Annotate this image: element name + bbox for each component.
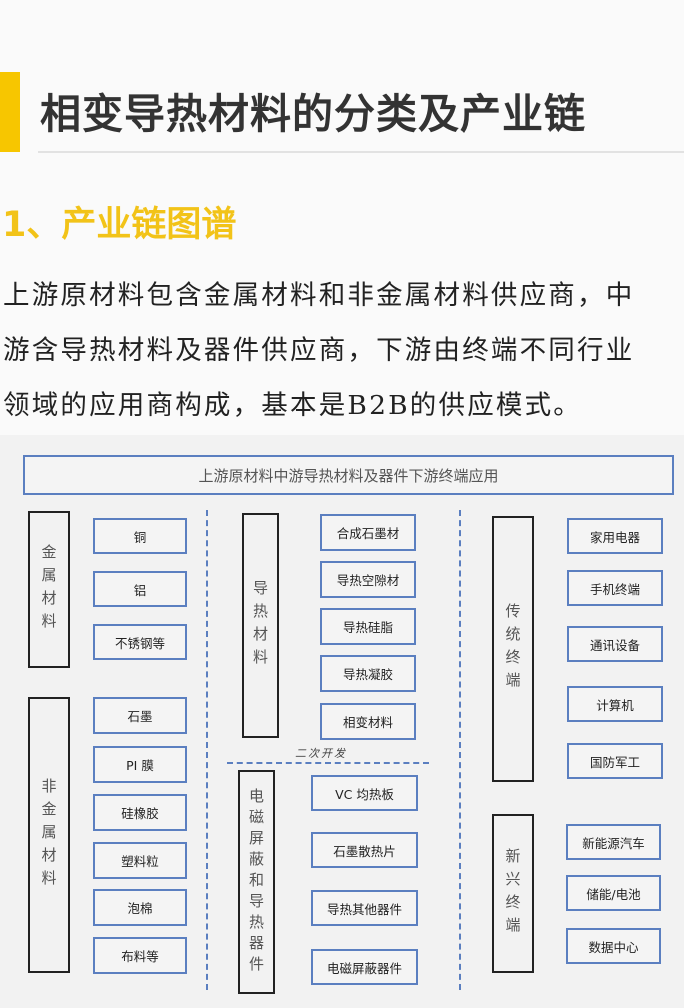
- divider-dashed-h: [227, 762, 429, 764]
- divider-dashed: [206, 510, 208, 990]
- downstream-item: 手机终端: [567, 570, 663, 606]
- top-label-box: 上游原材料中游导热材料及器件下游终端应用: [23, 455, 674, 495]
- upstream-item: 铜: [93, 518, 187, 554]
- secondary-dev-label: 二次开发: [295, 747, 347, 760]
- category-nonmetal: 非金属材料: [28, 697, 70, 973]
- category-emerging: 新兴终端: [492, 814, 534, 973]
- upstream-item: 塑料粒: [93, 842, 187, 879]
- downstream-item: 通讯设备: [567, 626, 663, 662]
- divider-dashed: [459, 510, 461, 990]
- midstream-item: VC 均热板: [311, 775, 418, 811]
- downstream-item: 国防军工: [567, 743, 663, 779]
- accent-bar: [0, 72, 20, 152]
- paragraph-line: 上游原材料包含金属材料和非金属材料供应商，中: [3, 280, 635, 311]
- upstream-item: 石墨: [93, 697, 187, 734]
- upstream-item: 铝: [93, 571, 187, 607]
- category-metal: 金属材料: [28, 511, 70, 668]
- midstream-item: 导热硅脂: [320, 608, 416, 645]
- downstream-item: 计算机: [567, 686, 663, 722]
- downstream-item: 新能源汽车: [566, 824, 661, 860]
- midstream-item: 电磁屏蔽器件: [311, 949, 418, 985]
- downstream-item: 储能/电池: [566, 875, 661, 911]
- category-traditional: 传统终端: [492, 516, 534, 782]
- section-title: 1、产业链图谱: [2, 205, 237, 245]
- category-thermal-materials: 导热材料: [242, 513, 279, 738]
- upstream-item: PI 膜: [93, 746, 187, 783]
- divider: [38, 151, 684, 153]
- paragraph-line: 领域的应用商构成，基本是B2B的供应模式。: [3, 390, 583, 421]
- midstream-item: 石墨散热片: [311, 832, 418, 868]
- upstream-item: 硅橡胶: [93, 794, 187, 831]
- upstream-item: 泡棉: [93, 889, 187, 926]
- downstream-item: 家用电器: [567, 518, 663, 554]
- page-title: 相变导热材料的分类及产业链: [40, 90, 586, 138]
- paragraph-line: 游含导热材料及器件供应商，下游由终端不同行业: [3, 335, 635, 366]
- midstream-item: 合成石墨材: [320, 514, 416, 551]
- upstream-item: 布料等: [93, 937, 187, 974]
- midstream-item: 导热空隙材: [320, 561, 416, 598]
- upstream-item: 不锈钢等: [93, 624, 187, 660]
- midstream-item: 导热其他器件: [311, 890, 418, 926]
- midstream-item: 相变材料: [320, 703, 416, 740]
- category-shielding-devices: 电磁屏蔽和导热器件: [238, 770, 275, 994]
- section-paragraph: 上游原材料包含金属材料和非金属材料供应商，中 游含导热材料及器件供应商，下游由终…: [3, 268, 683, 433]
- downstream-item: 数据中心: [566, 928, 661, 964]
- midstream-item: 导热凝胶: [320, 655, 416, 692]
